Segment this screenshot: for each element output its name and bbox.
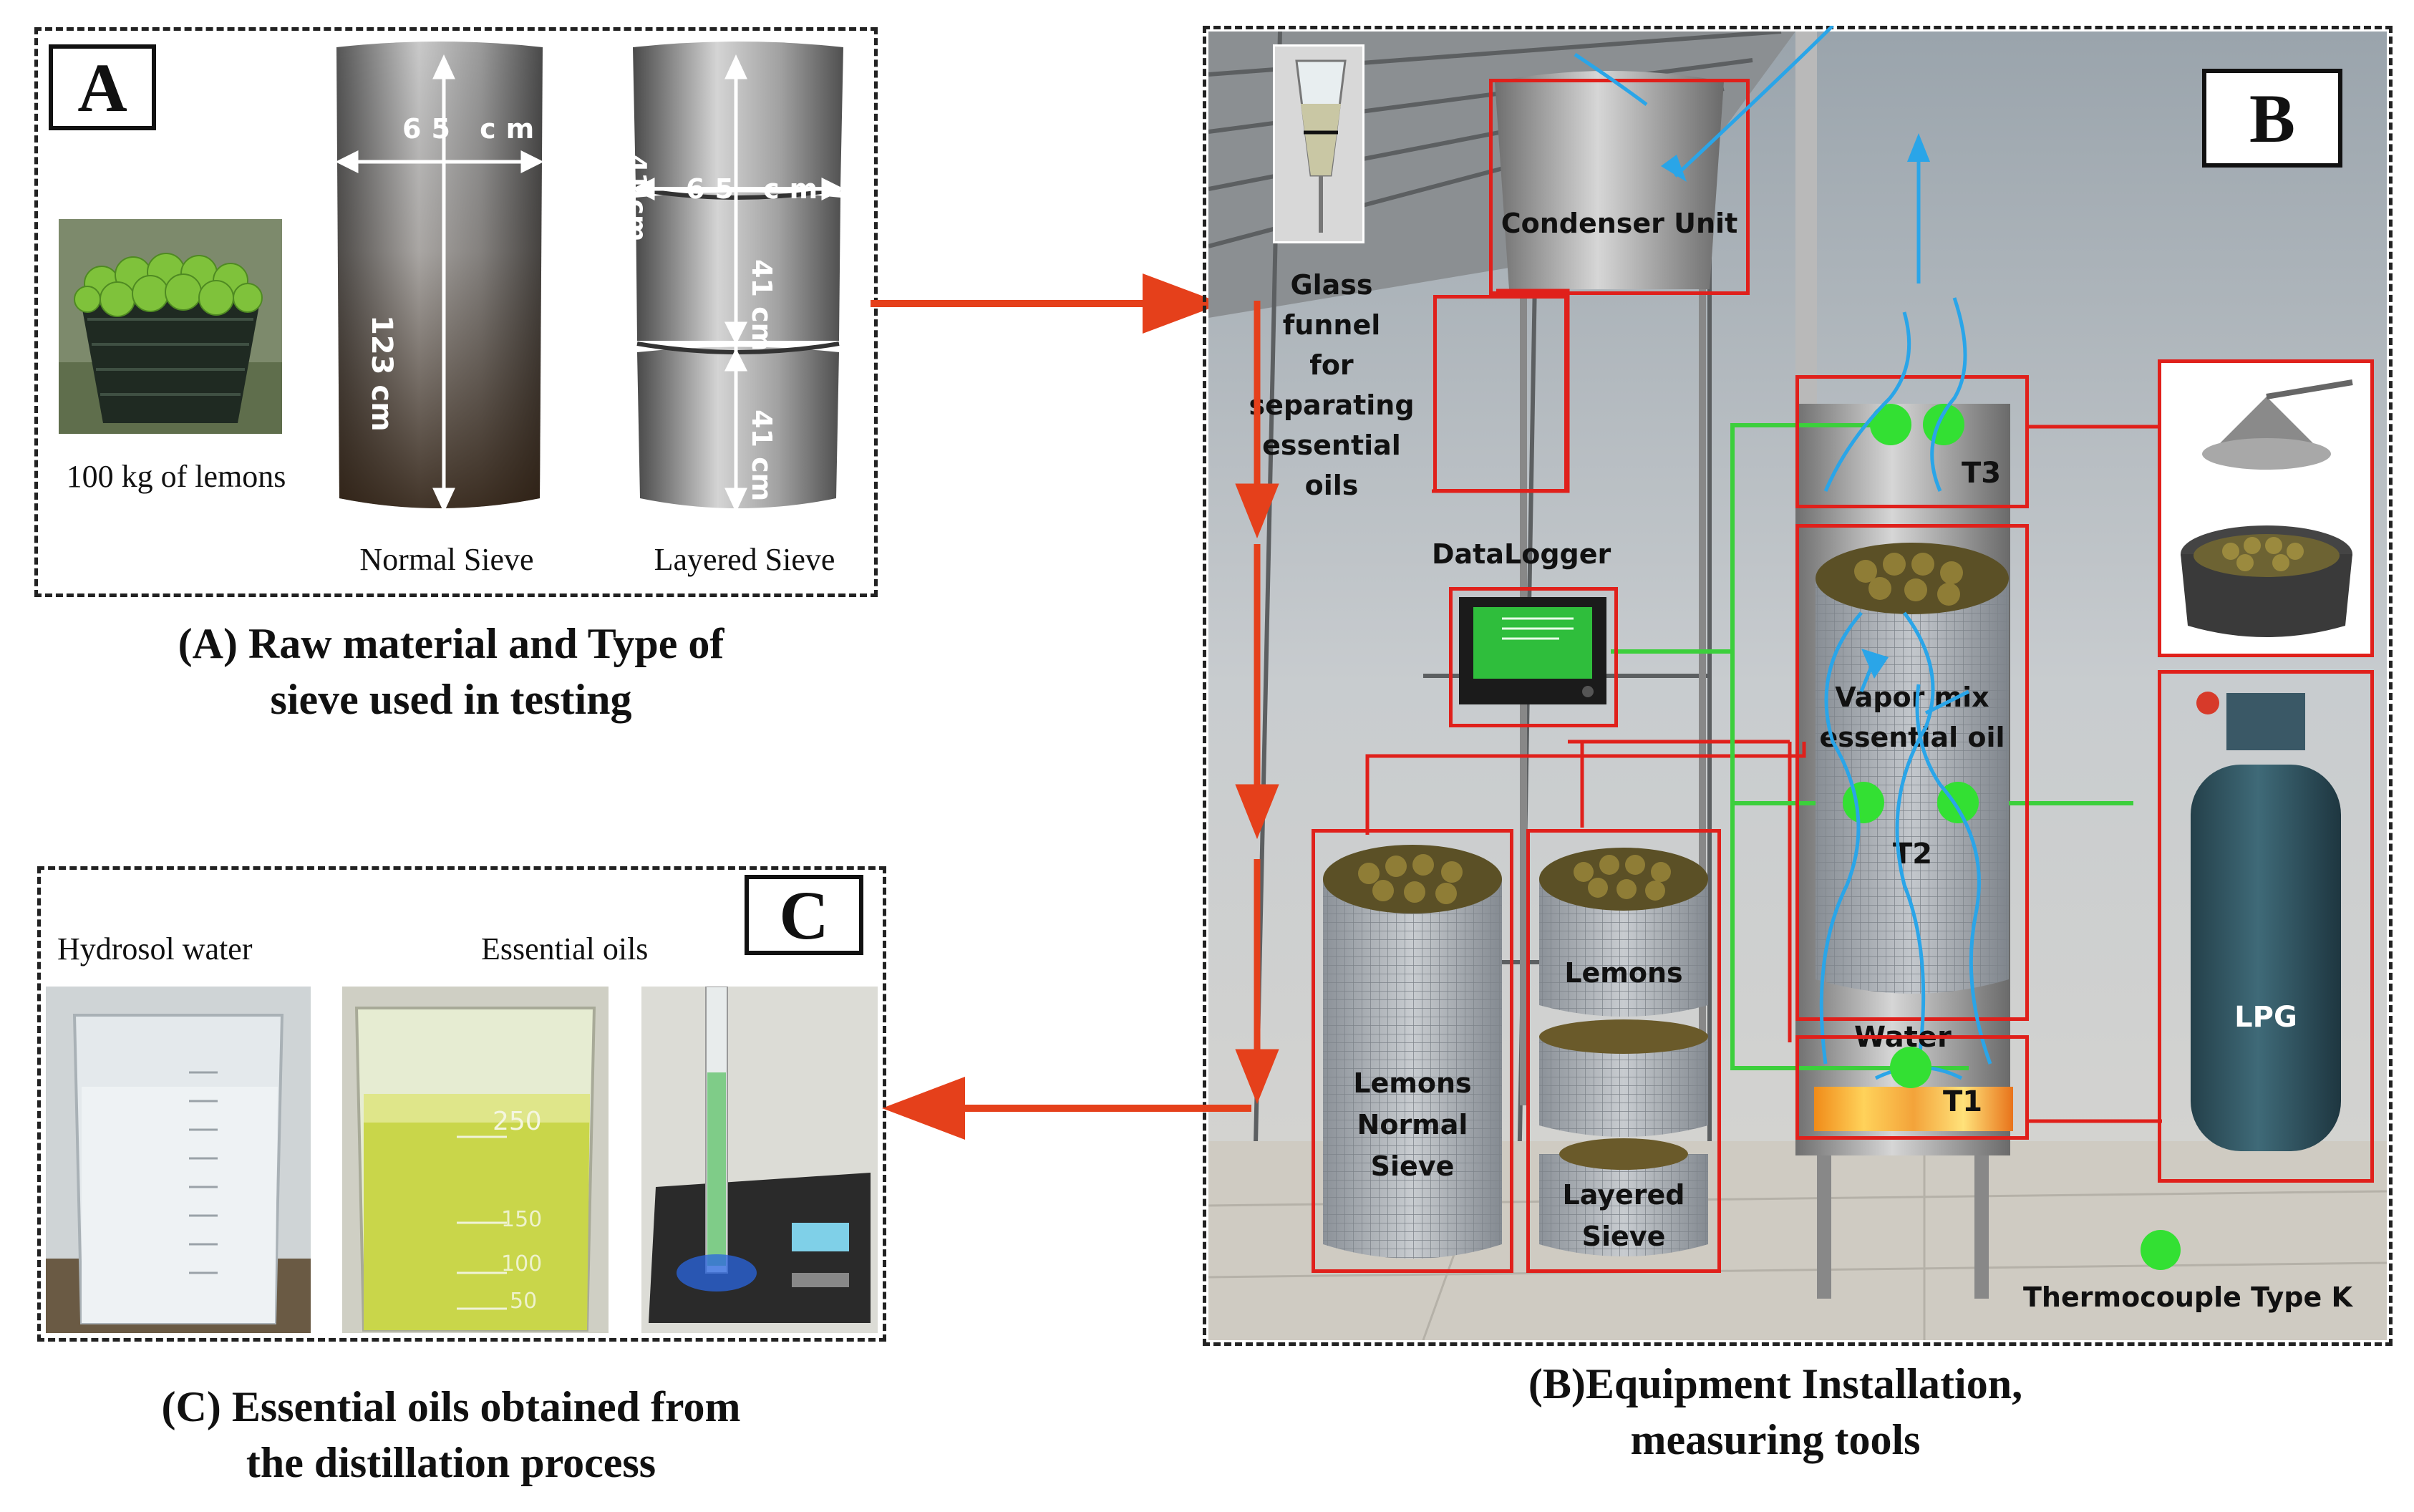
layered-sieve-dimension-arrows (631, 54, 845, 513)
glass-funnel-label: Glass funnel for separating essential oi… (1238, 265, 1425, 505)
normal-sieve-photo (332, 40, 547, 520)
normal-sieve-height-label: 123 cm (365, 315, 398, 432)
arrow-a-to-b (871, 273, 1223, 334)
panel-a-caption-line2: sieve used in testing (270, 676, 632, 723)
hydrosol-beaker-photo (46, 987, 311, 1333)
red-flow-arrows (1235, 301, 1279, 1105)
panel-a-letter: A (49, 44, 156, 130)
essential-oil-beaker-photo (342, 987, 609, 1333)
beaker-mark-150: 150 (501, 1207, 543, 1232)
panel-a-frame (34, 27, 878, 597)
layered-sieve-photo (627, 40, 849, 520)
layered-sieve-render-label: Layered Sieve (1526, 1174, 1721, 1257)
beaker-mark-100: 100 (501, 1251, 543, 1276)
essential-oils-label: Essential oils (481, 931, 649, 966)
layered-sieve-width-label: 65 cm (686, 173, 828, 205)
t3-sensor-box (1795, 375, 2029, 508)
normal-sieve-render-line3: Sieve (1370, 1150, 1455, 1182)
heater-flame (1814, 1087, 2013, 1131)
glass-funnel-label-line1: Glass funnel (1282, 269, 1381, 341)
lpg-box (2158, 670, 2374, 1183)
lpg-label: LPG (2234, 1001, 2297, 1034)
normal-sieve-render-label: Lemons Normal Sieve (1312, 1062, 1513, 1187)
normal-sieve-label: Normal Sieve (359, 542, 534, 577)
panel-c-caption-line1: (C) Essential oils obtained from (161, 1383, 741, 1430)
normal-sieve-dimension-arrows (335, 54, 544, 513)
normal-sieve-render-box (1312, 829, 1513, 1273)
vapor-label-line2: essential oil (1819, 722, 2005, 753)
t3-label: T3 (1962, 457, 2002, 490)
datalogger-label: DataLogger (1432, 538, 1611, 570)
vapor-label-line1: Vapor mix (1835, 682, 1989, 713)
layered-sieve-render-line2: Sieve (1581, 1221, 1666, 1252)
panel-b-caption-line2: measuring tools (1630, 1416, 1921, 1463)
column-box (1795, 524, 2029, 1021)
normal-sieve-render-line1: Lemons (1353, 1067, 1472, 1099)
lemons-basket-photo (59, 219, 282, 434)
layered-sieve-render-lemons: Lemons (1564, 957, 1683, 989)
layered-sieve-render-line1: Layered (1562, 1179, 1685, 1211)
lpg-tank (2176, 679, 2355, 1176)
condenser-label: Condenser Unit (1501, 208, 1738, 239)
panel-b-caption-line1: (B)Equipment Installation, (1528, 1360, 2023, 1407)
panel-c-letter: C (745, 875, 863, 955)
beaker-mark-50: 50 (510, 1289, 538, 1314)
panel-c-caption-line2: the distillation process (246, 1439, 656, 1486)
vapor-label: Vapor mix essential oil (1808, 677, 2016, 757)
glass-funnel-box (1433, 295, 1568, 493)
heater-box (1795, 1035, 2029, 1140)
normal-sieve-render-line2: Normal (1357, 1109, 1468, 1140)
normal-sieve-width-label: 65 cm (402, 113, 545, 145)
beaker-mark-250: 250 (493, 1107, 542, 1136)
thermocouple-legend-label: Thermocouple Type K (2023, 1281, 2352, 1313)
hydrosol-label: Hydrosol water (57, 931, 253, 966)
panel-a-caption-line1: (A) Raw material and Type of (178, 620, 724, 667)
layered-sieve-bottom-layer-label: 41 cm (746, 410, 777, 502)
scale-cylinder-photo (641, 987, 878, 1333)
panel-b-caption: (B)Equipment Installation, measuring too… (1346, 1356, 2205, 1468)
arrow-b-to-c (882, 1077, 1251, 1140)
layered-sieve-mid-layer-label: 41 cm (746, 259, 777, 352)
t1-sensor-dot (1890, 1047, 1931, 1088)
panel-b-letter: B (2202, 69, 2342, 168)
glass-funnel-label-line3: essential oils (1262, 430, 1401, 501)
normal-sieve-render (1319, 836, 1506, 1266)
glass-funnel-photo (1273, 44, 1364, 243)
glass-funnel-label-line2: for separating (1249, 349, 1415, 421)
lid-inset-photo (2166, 368, 2365, 649)
layered-sieve-top-layer-label: 41 cm (622, 155, 651, 242)
condenser-box (1489, 79, 1750, 295)
red-connector-lines (1365, 289, 2162, 1123)
lemons-label: 100 kg of lemons (66, 459, 286, 494)
panel-c-caption: (C) Essential oils obtained from the dis… (57, 1379, 845, 1491)
layered-sieve-render-box (1526, 829, 1721, 1273)
datalogger-screen (1459, 597, 1606, 704)
panel-b-frame (1203, 26, 2393, 1346)
t1-label: T1 (1943, 1085, 1983, 1118)
t2-sensor-dot-left (1843, 782, 1884, 823)
layered-sieve-render (1533, 836, 1714, 1266)
layered-sieve-label: Layered Sieve (654, 542, 835, 577)
datalogger-box (1449, 587, 1618, 727)
panel-c-frame (37, 866, 886, 1342)
thermocouple-legend-dot (2141, 1230, 2181, 1270)
panel-a-caption: (A) Raw material and Type of sieve used … (57, 616, 845, 727)
